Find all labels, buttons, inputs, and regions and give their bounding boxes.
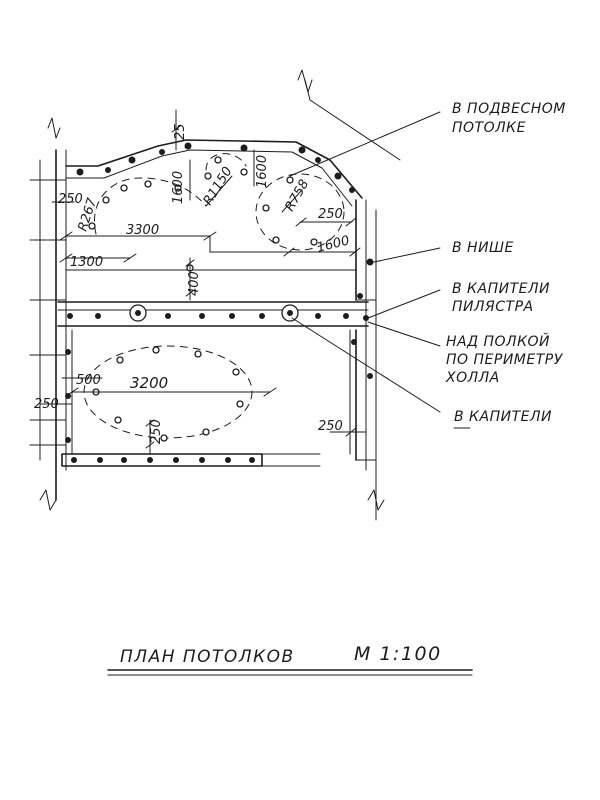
plan-scale: М 1:100 (354, 643, 442, 665)
lamp-dot (240, 144, 248, 152)
lamp-dot (334, 172, 342, 180)
lamp-dot (147, 457, 153, 463)
dim-250-right: 250 (318, 207, 343, 222)
lamp-dot (121, 457, 127, 463)
lamp-dot (249, 457, 255, 463)
capital-lamp-dot (287, 310, 293, 316)
lamp-ring (236, 400, 244, 408)
callout-suspended-ceiling-line1: В ПОДВЕСНОМ (452, 101, 566, 117)
dim-500: 500 (76, 373, 101, 388)
lamp-ring (120, 184, 128, 192)
lamp-ring (202, 428, 210, 436)
lamp-ring (204, 172, 212, 180)
lamp-dot (366, 258, 374, 266)
lamp-dot (65, 349, 71, 355)
lamp-dot (67, 313, 73, 319)
lamp-dot (105, 167, 111, 173)
dim-1300: 1300 (70, 255, 103, 270)
callout-pilaster-capital-line2: ПИЛЯСТРА (452, 299, 534, 315)
building-outline (29, 69, 401, 521)
capital-lamp-dot (135, 310, 141, 316)
lamp-dot (315, 157, 321, 163)
callout-pilaster-capital-line1: В КАПИТЕЛИ (452, 281, 550, 297)
dim-1600-right: 1600 (255, 155, 270, 188)
lamp-dot (165, 313, 171, 319)
dim-250-lower: 250 (149, 419, 164, 444)
lamp-ring (116, 356, 124, 364)
lamp-ring (152, 346, 160, 354)
lamp-dot (199, 313, 205, 319)
lamp-ring (144, 180, 152, 188)
lamp-dot (159, 149, 165, 155)
lamp-ring (88, 222, 96, 230)
callout-shelf-line1: НАД ПОЛКОЙ (446, 332, 550, 350)
lamp-dot (351, 339, 357, 345)
lamp-dot (363, 315, 369, 321)
callout-shelf-line2: ПО ПЕРИМЕТРУ (446, 352, 564, 368)
lamp-ring (310, 238, 318, 246)
lamp-dot (71, 457, 77, 463)
lamp-ring (232, 368, 240, 376)
lamp-points (65, 142, 374, 463)
lamp-dot (184, 142, 192, 150)
lamp-dot (357, 293, 363, 299)
lamp-ring (240, 168, 248, 176)
callout-niche: В НИШЕ (452, 240, 514, 256)
dim-250-bottom-right: 250 (318, 419, 343, 434)
callout-suspended-ceiling-line2: ПОТОЛКЕ (452, 120, 526, 136)
dim-3200: 3200 (130, 374, 168, 392)
lamp-dot (128, 156, 136, 164)
lamp-dot (65, 393, 71, 399)
lamp-dot (343, 313, 349, 319)
lamp-dot (76, 168, 84, 176)
lamp-dot (315, 313, 321, 319)
dim-r758: R758 (282, 177, 312, 214)
callout-leaders (289, 111, 441, 413)
lamp-dot (97, 457, 103, 463)
lamp-dot (259, 313, 265, 319)
dim-400: 400 (187, 271, 202, 296)
plan-title: ПЛАН ПОТОЛКОВ (120, 647, 295, 667)
lamp-dot (95, 313, 101, 319)
lamp-ring (160, 434, 168, 442)
dim-250-left: 250 (34, 397, 59, 412)
callout-shelf-line3: ХОЛЛА (445, 370, 500, 386)
dim-250-top-left: 250 (58, 192, 83, 207)
lamp-ring (174, 184, 182, 192)
dim-25-top: 25 (173, 123, 188, 140)
drawing-title: ПЛАН ПОТОЛКОВ М 1:100 (107, 643, 473, 676)
callout-labels: В ПОДВЕСНОМ ПОТОЛКЕ В НИШЕ В КАПИТЕЛИ ПИ… (445, 101, 566, 429)
dim-r1150: R1150 (201, 164, 236, 208)
lamp-ring (102, 196, 110, 204)
callout-capital: В КАПИТЕЛИ (454, 409, 552, 425)
lamp-dot (349, 187, 355, 193)
lamp-dot (225, 457, 231, 463)
lamp-dot (173, 457, 179, 463)
lamp-dot (367, 373, 373, 379)
lamp-ring (286, 176, 294, 184)
lamp-ring (194, 350, 202, 358)
lamp-dot (229, 313, 235, 319)
dim-3300: 3300 (126, 223, 159, 238)
lamp-dot (298, 146, 306, 154)
lamp-dot (65, 437, 71, 443)
lamp-ring (214, 156, 222, 164)
dimension-lines (39, 109, 367, 455)
lamp-ring (114, 416, 122, 424)
lamp-ring (272, 236, 280, 244)
lamp-dot (199, 457, 205, 463)
lamp-ring (262, 204, 270, 212)
dim-1600-left: 1600 (171, 171, 186, 204)
